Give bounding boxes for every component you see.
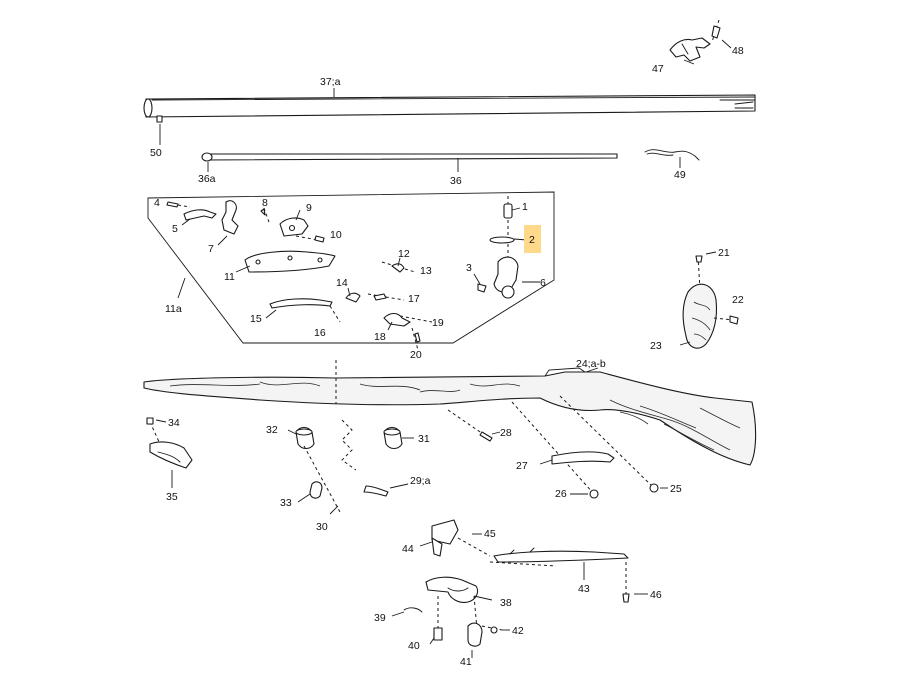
callout-39: 39 — [374, 612, 386, 624]
callout-44: 44 — [402, 543, 414, 555]
callout-35: 35 — [166, 491, 178, 503]
callout-19: 19 — [432, 317, 444, 329]
callout-32: 32 — [266, 424, 278, 436]
callout-16: 16 — [314, 327, 326, 339]
part-47-bracket — [669, 37, 711, 65]
part-29-33-pipes — [287, 419, 414, 515]
callout-9: 9 — [306, 202, 312, 214]
part-28-pin — [447, 409, 501, 442]
callout-14: 14 — [336, 277, 348, 289]
callout-11: 11 — [224, 271, 235, 283]
callout-7: 7 — [208, 243, 214, 255]
callout-37: 37;a — [320, 76, 341, 88]
part-24-stock — [143, 360, 757, 466]
callout-22: 22 — [732, 294, 744, 306]
callout-25: 25 — [670, 483, 682, 495]
callout-23: 23 — [650, 340, 662, 352]
callout-11a: 11a — [165, 303, 182, 315]
callout-28: 28 — [500, 427, 512, 439]
callout-36: 36 — [450, 175, 462, 187]
lock-assembly-outline — [147, 191, 555, 344]
part-21-23-patchbox — [679, 251, 739, 349]
callout-20: 20 — [410, 349, 422, 361]
callout-17: 17 — [408, 293, 420, 305]
callout-8: 8 — [262, 197, 268, 209]
callout-27: 27 — [516, 460, 528, 472]
callout-3: 3 — [466, 262, 472, 274]
callout-24: 24;a-b — [576, 358, 606, 370]
callout-43: 43 — [578, 583, 590, 595]
callout-2-highlight — [524, 225, 541, 253]
part-48-screw — [711, 19, 732, 49]
callout-6: 6 — [540, 277, 546, 289]
callout-40: 40 — [408, 640, 420, 652]
part-38-42-guard-parts — [391, 576, 510, 658]
callout-31: 31 — [418, 433, 430, 445]
callout-42: 42 — [512, 625, 524, 637]
callout-45: 45 — [484, 528, 496, 540]
callout-36a: 36a — [198, 173, 216, 185]
callout-26: 26 — [555, 488, 567, 500]
callout-13: 13 — [420, 265, 432, 277]
part-34-35-nosecap — [146, 417, 193, 488]
callout-49: 49 — [674, 169, 686, 181]
callout-41: 41 — [460, 656, 472, 668]
callout-5: 5 — [172, 223, 178, 235]
callout-34: 34 — [168, 417, 180, 429]
callout-2: 2 — [529, 234, 535, 246]
callout-labels: 48 47 37;a 50 36a 36 49 4 5 7 8 9 10 11 … — [150, 45, 744, 668]
callout-50: 50 — [150, 147, 162, 159]
callout-48: 48 — [732, 45, 744, 57]
callout-30: 30 — [316, 521, 328, 533]
callout-47: 47 — [652, 63, 664, 75]
part-50-pin — [156, 115, 163, 145]
lock-parts — [166, 196, 540, 351]
callout-15: 15 — [250, 313, 262, 325]
callout-18: 18 — [374, 331, 386, 343]
part-36-ramrod — [201, 152, 618, 172]
part-25-27-trigger-plate — [511, 395, 668, 499]
callout-1: 1 — [522, 201, 528, 213]
part-37-barrel — [143, 88, 756, 118]
part-49-spring — [644, 149, 700, 168]
callout-21: 21 — [718, 247, 730, 259]
callout-12: 12 — [398, 248, 410, 260]
part-43-46-trigger-guard — [419, 519, 648, 603]
callout-4: 4 — [154, 197, 160, 209]
callout-46: 46 — [650, 589, 662, 601]
callout-29: 29;a — [410, 475, 431, 487]
callout-33: 33 — [280, 497, 292, 509]
callout-10: 10 — [330, 229, 342, 241]
callout-38: 38 — [500, 597, 512, 609]
